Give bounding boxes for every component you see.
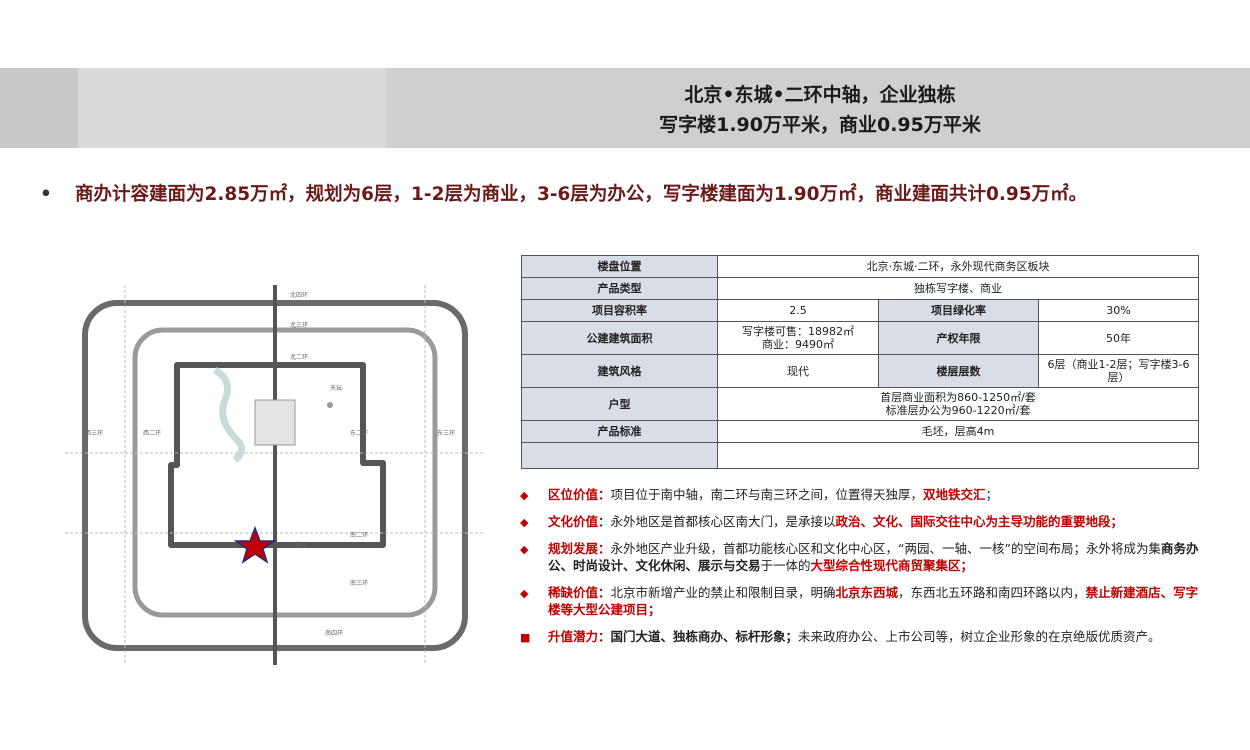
note-highlight: 双地铁交汇	[923, 487, 986, 502]
note-highlight: 大型综合性现代商贸聚集区；	[810, 558, 974, 573]
note-bold: 商务办公、时尚设计、文化休闲、展示与交易	[548, 541, 1199, 573]
map-label: 南二环	[350, 531, 368, 539]
title-line-2: 写字楼1.90万平米，商业0.95万平米	[659, 114, 981, 136]
project-location-star	[233, 525, 277, 564]
floors-value: 6层（商业1-2层；写字楼3-6层）	[1037, 354, 1200, 388]
intro-text: 商办计容建面为2.85万㎡，规划为6层，1-2层为商业，3-6层为办公，写字楼建…	[75, 184, 1088, 205]
unit-office: 标准层办公为960-1220㎡/套	[885, 404, 1031, 417]
map-label: 西二环	[143, 430, 161, 437]
map-label: 永外	[295, 541, 307, 549]
area-retail: 商业：9490㎡	[762, 338, 834, 351]
type-label: 产品类型	[521, 277, 718, 300]
landmark-dot	[327, 402, 333, 408]
diamond-icon: ◆	[520, 489, 529, 502]
note-text: 永外地区是首都核心区南大门，是承接以	[610, 514, 836, 529]
type-value: 独栋写字楼、商业	[716, 277, 1200, 300]
note-key: 稀缺价值：	[548, 585, 611, 600]
page-title: 北京•东城•二环中轴，企业独栋 写字楼1.90万平米，商业0.95万平米	[600, 80, 1040, 140]
note-key: 区位价值：	[548, 487, 611, 502]
map-label: 东三环	[437, 429, 455, 437]
note-key: 文化价值：	[548, 514, 611, 529]
note-text: 北京市新增产业的禁止和限制目录，明确	[610, 585, 836, 600]
map-label: 北四环	[290, 291, 308, 299]
empty-value-cell	[716, 442, 1200, 469]
map-label: 天坛	[330, 384, 342, 392]
map-label: 北三环	[290, 321, 308, 329]
note-key: 规划发展：	[548, 541, 611, 556]
green-label: 项目绿化率	[878, 299, 1039, 322]
ring-road-3	[132, 327, 438, 618]
diamond-icon: ◆	[520, 543, 529, 556]
std-label: 产品标准	[521, 420, 718, 443]
note-bold: 国门大道、独栋商办、标杆形象；	[610, 629, 799, 644]
value-notes: ◆ 区位价值：项目位于南中轴，南二环与南三环之间，位置得天独厚，双地铁交汇； ◆…	[520, 486, 1200, 655]
diamond-icon: ◆	[520, 516, 529, 529]
project-info-table: 楼盘位置 北京·东城·二环，永外现代商务区板块 产品类型 独栋写字楼、商业 项目…	[521, 255, 1200, 469]
note-text-2: ，东西北五环路和南四环路以内，	[898, 585, 1086, 600]
unit-retail: 首层商业面积为860-1250㎡/套	[880, 391, 1036, 404]
far-value: 2.5	[717, 299, 879, 322]
map-label: 东二环	[350, 429, 368, 437]
area-office: 写字楼可售：18982㎡	[742, 325, 854, 338]
location-label: 楼盘位置	[521, 255, 718, 278]
note-highlight: 政治、文化、国际交往中心为主导功能的重要地段；	[835, 514, 1124, 529]
map-label: 北二环	[290, 353, 308, 361]
far-label: 项目容积率	[521, 299, 718, 322]
palace-block	[254, 399, 296, 446]
area-label: 公建建筑面积	[521, 321, 718, 355]
tenure-label: 产权年限	[878, 321, 1039, 355]
map-label: 南三环	[350, 579, 368, 587]
ring-road-2	[168, 362, 386, 548]
intro-bullet: • 商办计容建面为2.85万㎡，规划为6层，1-2层为商业，3-6层为办公，写字…	[40, 178, 1210, 211]
unit-label: 户型	[521, 387, 718, 421]
green-value: 30%	[1037, 299, 1200, 322]
bullet-dot: •	[40, 184, 52, 205]
note-text: 项目位于南中轴，南二环与南三环之间，位置得天独厚，	[610, 487, 924, 502]
style-label: 建筑风格	[521, 354, 718, 388]
note-text-2: 于一体的	[760, 558, 811, 573]
area-value: 写字楼可售：18982㎡ 商业：9490㎡	[717, 321, 879, 355]
unit-value: 首层商业面积为860-1250㎡/套 标准层办公为960-1220㎡/套	[716, 387, 1200, 421]
note-planning: ◆ 规划发展：永外地区产业升级，首都功能核心区和文化中心区，“两园、一轴、一核”…	[520, 540, 1200, 574]
note-tail: ；	[985, 487, 999, 502]
note-key: 升值潜力：	[548, 629, 611, 644]
std-value: 毛坯，层高4m	[716, 420, 1200, 443]
square-icon: ■	[520, 631, 531, 644]
note-text: 未来政府办公、上市公司等，树立企业形象的在京绝版优质资产。	[798, 629, 1161, 644]
location-value: 北京·东城·二环，永外现代商务区板块	[716, 255, 1200, 278]
diamond-icon: ◆	[520, 587, 529, 600]
empty-label-cell	[521, 442, 718, 469]
title-line-1: 北京•东城•二环中轴，企业独栋	[684, 84, 956, 106]
header-band	[0, 68, 1250, 148]
note-highlight-2: 禁止新建酒店、写字楼等大型公建项目；	[548, 585, 1199, 617]
map-label: 西三环	[85, 430, 103, 437]
tenure-value: 50年	[1037, 321, 1200, 355]
note-highlight: 北京东西城	[835, 585, 899, 600]
note-culture: ◆ 文化价值：永外地区是首都核心区南大门，是承接以政治、文化、国际交往中心为主导…	[520, 513, 1200, 530]
note-location: ◆ 区位价值：项目位于南中轴，南二环与南三环之间，位置得天独厚，双地铁交汇；	[520, 486, 1200, 503]
header-band-right	[386, 68, 1250, 148]
style-value: 现代	[717, 354, 879, 388]
lake	[213, 366, 245, 463]
floors-label: 楼层层数	[878, 354, 1039, 388]
note-appreciation: ■ 升值潜力：国门大道、独栋商办、标杆形象；未来政府办公、上市公司等，树立企业形…	[520, 628, 1200, 645]
map-label: 南四环	[325, 629, 343, 637]
note-text: 永外地区产业升级，首都功能核心区和文化中心区，“两园、一轴、一核”的空间布局；永…	[610, 541, 1161, 556]
note-scarcity: ◆ 稀缺价值：北京市新增产业的禁止和限制目录，明确北京东西城，东西北五环路和南四…	[520, 584, 1200, 618]
header-band-left	[78, 68, 386, 148]
